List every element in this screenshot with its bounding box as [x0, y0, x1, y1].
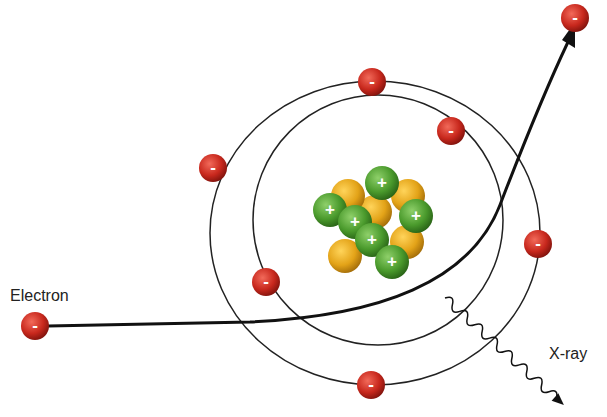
outer-orbit: [210, 81, 540, 385]
proton-charge: +: [325, 201, 335, 218]
electron-charge: -: [369, 73, 375, 90]
electron-charge: -: [572, 9, 578, 26]
proton-charge: +: [377, 174, 387, 191]
xray-label: X-ray: [549, 345, 587, 363]
electron-charge: -: [368, 376, 374, 393]
xray-wave: [442, 294, 568, 408]
electron-charge: -: [210, 159, 216, 176]
electrons: [21, 4, 589, 399]
inner-orbit: [253, 95, 503, 345]
electron-charge: -: [32, 317, 38, 334]
electron-path: [48, 42, 568, 326]
electron-charge: -: [263, 273, 269, 290]
proton-charge: +: [350, 213, 360, 230]
electron-label: Electron: [10, 287, 69, 305]
proton-charge: +: [387, 253, 397, 270]
proton-charge: +: [411, 207, 421, 224]
nucleus: [313, 166, 433, 279]
proton-charge: +: [367, 231, 377, 248]
electron-charge: -: [448, 122, 454, 139]
electron-charge: -: [535, 235, 541, 252]
